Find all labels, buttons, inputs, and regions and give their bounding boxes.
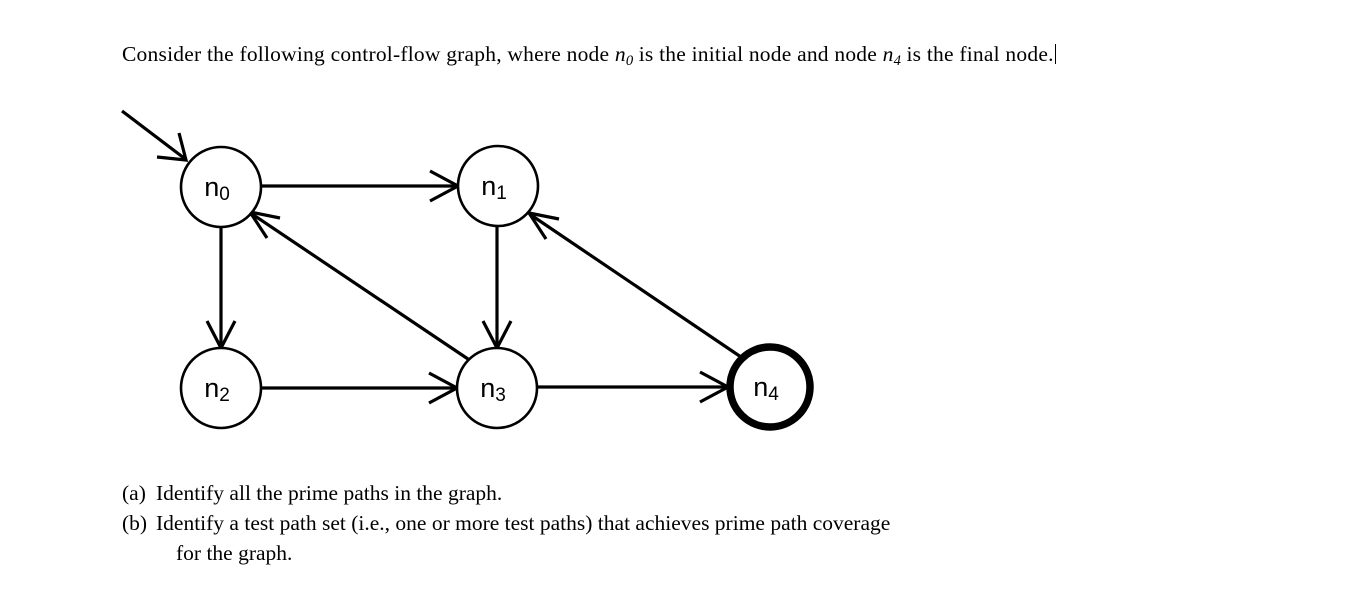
graph-node-n2-subscript: 2 xyxy=(219,385,230,406)
prompt-text-part-1: Consider the following control-flow grap… xyxy=(122,41,615,66)
edge-n4-to-n1 xyxy=(525,210,742,359)
prompt-text-part-2: is the initial node and node xyxy=(633,41,883,66)
prompt-node-final-subscript: 4 xyxy=(893,52,901,69)
prompt-node-initial: n0 xyxy=(614,41,634,69)
graph-node-n2-circle[interactable] xyxy=(179,346,263,430)
question-b-text: Identify a test path set (i.e., one or m… xyxy=(156,511,891,535)
edge-n2-to-n3 xyxy=(261,371,461,405)
control-flow-graph: n0 n1 n2 n3 n4 xyxy=(100,95,860,450)
edge-n0-to-n1 xyxy=(261,169,462,203)
graph-node-n3-circle[interactable] xyxy=(455,346,539,430)
control-flow-graph-svg: n0 n1 n2 n3 n4 xyxy=(121,109,814,431)
question-list: (a) Identify all the prime paths in the … xyxy=(122,478,1302,568)
graph-node-n3-subscript: 3 xyxy=(495,385,506,406)
edge-n0-to-n2 xyxy=(205,227,237,352)
prompt-node-final-letter: n xyxy=(882,41,894,66)
edge-n1-to-n3 xyxy=(481,226,513,352)
edge-entry-to-n0-arrowhead xyxy=(156,132,189,162)
prompt-text-part-3: is the final node. xyxy=(900,41,1054,66)
question-prompt: Consider the following control-flow grap… xyxy=(122,40,1282,72)
prompt-node-final: n4 xyxy=(882,41,901,69)
graph-node-n1-circle[interactable] xyxy=(456,144,540,228)
graph-node-n4-circle[interactable] xyxy=(726,343,814,431)
graph-node-n3[interactable]: n3 xyxy=(455,346,539,430)
graph-node-n1-subscript: 1 xyxy=(496,183,507,204)
graph-node-n0[interactable]: n0 xyxy=(179,145,263,229)
question-b-marker: (b) xyxy=(122,511,148,535)
graph-node-n4-subscript: 4 xyxy=(768,384,779,405)
graph-node-n0-subscript: 0 xyxy=(219,184,230,205)
graph-node-n0-circle[interactable] xyxy=(179,145,263,229)
graph-node-n1[interactable]: n1 xyxy=(456,144,540,228)
edge-n4-to-n1-line xyxy=(530,213,742,359)
question-item-b: (b) Identify a test path set (i.e., one … xyxy=(122,508,1302,568)
edge-entry-to-n0-line xyxy=(121,109,185,160)
question-a-text: Identify all the prime paths in the grap… xyxy=(156,481,503,505)
graph-node-n4[interactable]: n4 xyxy=(726,343,814,431)
edge-n3-to-n0-line xyxy=(251,212,469,361)
prompt-node-initial-subscript: 0 xyxy=(625,52,634,69)
edge-entry-to-n0 xyxy=(121,109,189,162)
edge-n3-to-n4 xyxy=(537,370,732,404)
question-b-continuation: for the graph. xyxy=(176,541,293,565)
prompt-node-initial-letter: n xyxy=(614,41,626,66)
graph-node-n2[interactable]: n2 xyxy=(179,346,263,430)
question-item-a: (a) Identify all the prime paths in the … xyxy=(122,478,1302,508)
question-a-marker: (a) xyxy=(122,481,146,505)
text-cursor-caret xyxy=(1054,43,1056,64)
edge-n3-to-n0 xyxy=(246,209,469,361)
